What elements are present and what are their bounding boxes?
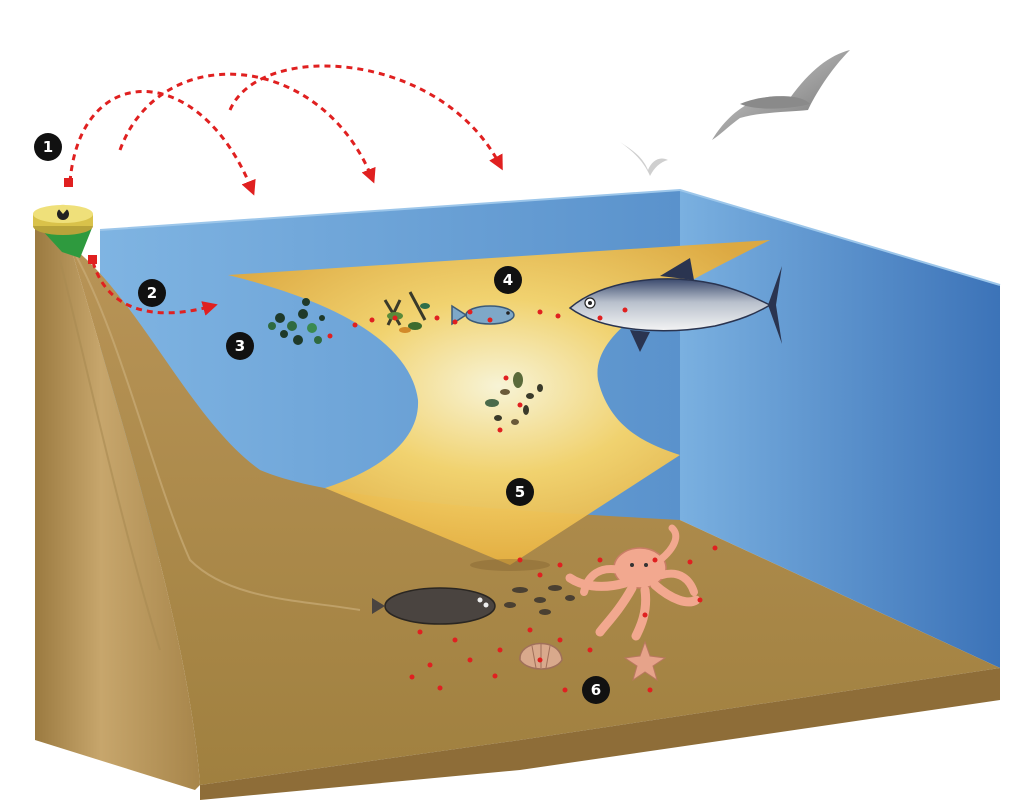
air-transport-arrow (228, 64, 503, 171)
marker-5: 5 (506, 478, 534, 506)
marker-4: 4 (494, 266, 522, 294)
air-transport-arrow (118, 72, 376, 184)
seabed-front-face (200, 668, 1000, 800)
seagull-icon (712, 50, 850, 140)
octopus-icon (565, 524, 701, 641)
tuna-icon (568, 258, 782, 352)
marker-6: 6 (582, 676, 610, 704)
radioactive-plume (228, 240, 770, 565)
plume-shadow (470, 559, 550, 571)
flatfish-icon (372, 587, 496, 625)
small-fish-icon (451, 304, 515, 326)
release-point (64, 178, 73, 187)
shell-icon (519, 642, 563, 670)
radiation-source-icon (33, 204, 93, 258)
marker-4-label: 4 (503, 271, 513, 289)
marker-3: 3 (226, 332, 254, 360)
slope-contour (69, 244, 361, 611)
sediment-particles (504, 585, 575, 615)
slope-contour (59, 259, 161, 651)
marker-1-label: 1 (43, 138, 53, 156)
marker-6-label: 6 (591, 681, 601, 699)
marker-1: 1 (34, 133, 62, 161)
marker-3-label: 3 (235, 337, 245, 355)
air-transport-arrow (68, 90, 256, 196)
seagull-icon (620, 142, 668, 176)
release-point (88, 255, 97, 264)
water-surface-edge (99, 188, 1001, 286)
radionuclide-particles (327, 307, 718, 693)
marker-2-label: 2 (147, 284, 157, 302)
sinking-particles (485, 372, 543, 425)
starfish-icon (623, 640, 667, 682)
marker-5-label: 5 (515, 483, 525, 501)
marker-2: 2 (138, 279, 166, 307)
plankton-icon (268, 298, 325, 345)
